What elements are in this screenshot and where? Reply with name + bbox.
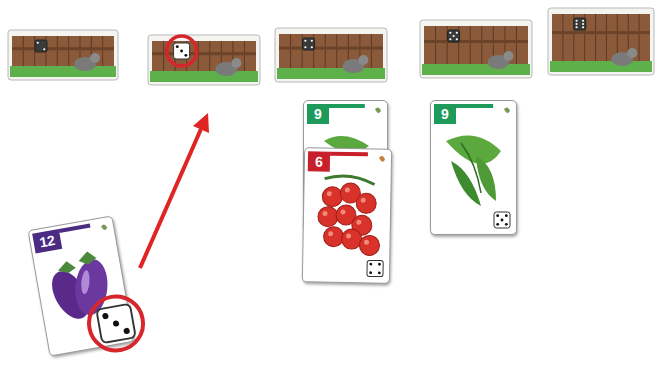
value-box: 9 — [307, 104, 329, 124]
die-icon — [35, 40, 47, 52]
die-icon — [367, 260, 383, 276]
fence-tile — [275, 28, 387, 82]
fence-tile — [548, 8, 654, 75]
card-value: 9 — [441, 104, 449, 124]
die-icon — [574, 18, 586, 30]
value-box: 9 — [434, 104, 456, 124]
card-value: 9 — [314, 104, 322, 124]
die-icon — [448, 30, 460, 42]
vegetable-card: 6 — [302, 147, 392, 284]
die-icon — [174, 43, 190, 59]
fence-tile — [420, 20, 532, 78]
card-value: 12 — [38, 230, 57, 252]
vegetable-card: 9 — [430, 100, 517, 235]
red-arrow — [140, 113, 209, 268]
highlight-circle — [85, 292, 148, 355]
fence-tile — [8, 30, 118, 80]
value-box: 6 — [308, 151, 330, 171]
die-icon — [96, 304, 135, 343]
value-box: 12 — [32, 229, 62, 253]
die-icon — [494, 212, 510, 228]
fence-tile — [148, 35, 260, 85]
die-icon — [303, 38, 315, 50]
vegetable-card: 12 — [28, 216, 135, 357]
card-value: 6 — [315, 151, 323, 171]
